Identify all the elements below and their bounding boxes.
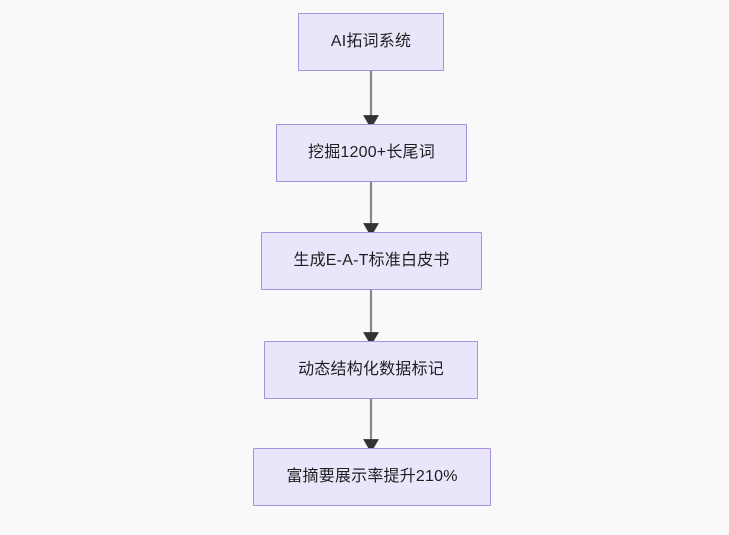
flow-node-dynamic-structured-data-markup[interactable]: 动态结构化数据标记 [264,341,478,399]
flow-node-mine-longtail-keywords[interactable]: 挖掘1200+长尾词 [276,124,467,182]
flow-node-label: 富摘要展示率提升210% [286,468,458,485]
flow-node-ai-keyword-system[interactable]: AI拓词系统 [298,13,444,71]
flow-node-generate-eat-whitepaper[interactable]: 生成E-A-T标准白皮书 [261,232,482,290]
flow-node-label: 动态结构化数据标记 [298,361,444,378]
flow-node-rich-snippet-rate-increase[interactable]: 富摘要展示率提升210% [253,448,491,506]
flow-node-label: 生成E-A-T标准白皮书 [293,252,450,269]
flow-node-label: AI拓词系统 [330,33,412,50]
flow-node-label: 挖掘1200+长尾词 [308,144,435,161]
